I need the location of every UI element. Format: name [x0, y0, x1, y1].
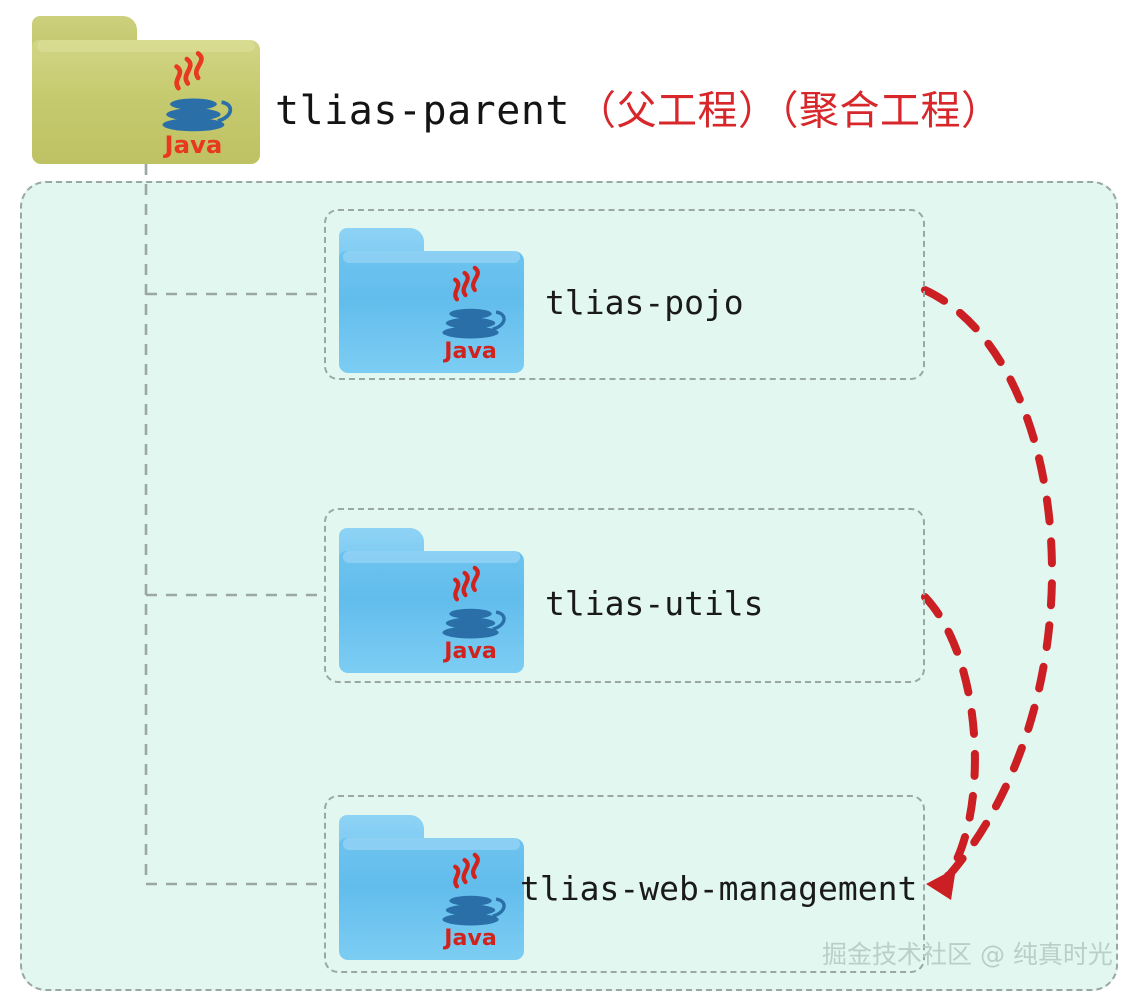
folder-body [32, 39, 260, 164]
folder-lip [342, 551, 521, 563]
page-title: tlias-parent（父工程）（聚合工程） [275, 78, 1001, 136]
svg-text:Java: Java [163, 129, 223, 158]
folder-lip [36, 39, 256, 52]
watermark-text: 掘金技术社区 @ 纯真时光 [822, 940, 1113, 969]
svg-text:Java: Java [442, 338, 496, 364]
java-logo-icon: Java [428, 257, 513, 367]
parent-folder-icon: Java [32, 16, 260, 164]
java-logo-icon: Java [428, 557, 513, 667]
folder-icon-tlias-pojo: Java [339, 228, 524, 373]
folder-body [339, 838, 524, 960]
folder-body [339, 251, 524, 373]
java-logo-icon: Java [141, 46, 246, 158]
module-box-tlias-utils[interactable] [324, 508, 925, 683]
svg-text:Java: Java [442, 925, 496, 951]
module-label-tlias-web-management: tlias-web-management [520, 869, 918, 908]
module-box-tlias-pojo[interactable] [324, 209, 925, 380]
module-label-tlias-pojo: tlias-pojo [545, 283, 744, 322]
svg-text:Java: Java [442, 638, 496, 664]
folder-icon-tlias-web-management: Java [339, 815, 524, 960]
folder-lip [342, 251, 521, 263]
parent-project-note: （父工程）（聚合工程） [575, 88, 1002, 134]
module-box-tlias-web-management[interactable] [324, 795, 925, 973]
parent-project-name: tlias-parent [275, 88, 570, 134]
module-label-tlias-utils: tlias-utils [545, 584, 764, 623]
java-logo-icon: Java [428, 844, 513, 954]
folder-lip [342, 838, 521, 850]
folder-body [339, 551, 524, 673]
folder-icon-tlias-utils: Java [339, 528, 524, 673]
